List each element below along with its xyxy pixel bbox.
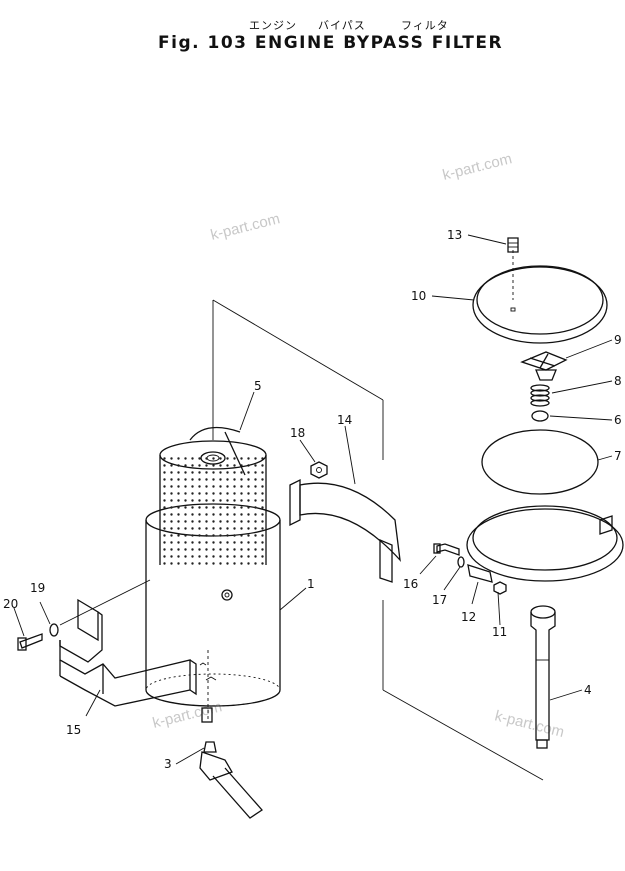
band-clamp [289, 478, 401, 583]
callout-11: 11 [492, 625, 507, 639]
watermark-3: k-part.com [151, 698, 224, 732]
callout-9: 9 [614, 333, 622, 347]
callout-1: 1 [307, 577, 315, 591]
callout-14: 14 [337, 413, 352, 427]
figure-title: Fig. 103 ENGINE BYPASS FILTER [158, 33, 504, 53]
plug [507, 237, 519, 253]
callout-16: 16 [403, 577, 418, 591]
japanese-label-filter: フィルタ [401, 19, 449, 32]
small-o-ring [531, 410, 549, 422]
callout-12: 12 [461, 610, 476, 624]
callout-8: 8 [614, 374, 622, 388]
washer-and-bolt [17, 623, 59, 651]
leader-lines [13, 234, 613, 765]
callout-3: 3 [164, 757, 172, 771]
watermark-4: k-part.com [493, 707, 566, 741]
callout-19: 19 [30, 581, 45, 595]
callout-4: 4 [584, 683, 592, 697]
watermark-1: k-part.com [209, 210, 282, 244]
assembly-guide-lines [59, 250, 544, 781]
cover [472, 265, 608, 344]
callout-5: 5 [254, 379, 262, 393]
japanese-label-engine: エンジン [249, 19, 297, 32]
mounting-bracket [59, 598, 197, 707]
drain-fitting [199, 707, 263, 819]
callout-13: 13 [447, 228, 462, 242]
callout-18: 18 [290, 426, 305, 440]
callout-15: 15 [66, 723, 81, 737]
nut [310, 461, 328, 479]
japanese-label-bypass: バイパス [318, 19, 366, 32]
callout-20: 20 [3, 597, 18, 611]
callout-10: 10 [411, 289, 426, 303]
large-o-ring [481, 429, 599, 495]
callout-7: 7 [614, 449, 622, 463]
watermark-2: k-part.com [441, 150, 514, 184]
center-tube [530, 605, 556, 749]
clamp-bolt-set [433, 543, 507, 595]
callout-17: 17 [432, 593, 447, 607]
clamp-ring [466, 505, 624, 583]
spring [530, 384, 550, 407]
spider [520, 351, 568, 381]
callout-6: 6 [614, 413, 622, 427]
filter-element [159, 426, 267, 565]
